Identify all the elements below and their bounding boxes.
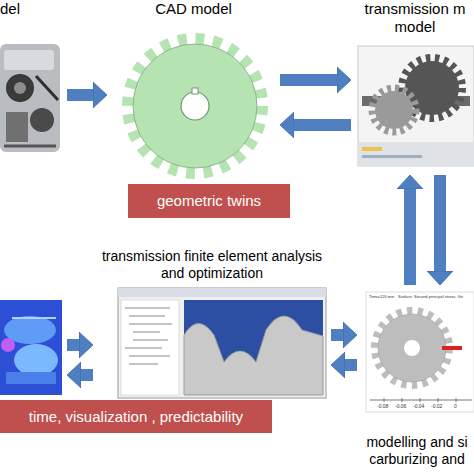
render-background: [0, 300, 62, 395]
tree-line: [129, 323, 172, 325]
tree-line: [129, 355, 170, 357]
panel-heading: modelling and si carburizing and: [362, 434, 472, 468]
cad-gear: [128, 39, 262, 173]
band-label: time, visualization , predictability: [0, 408, 272, 426]
screenshot-frame: [358, 46, 474, 166]
label-band: time, visualization , predictability: [0, 400, 272, 433]
flow-arrow: [331, 329, 343, 341]
engine-cover: [4, 50, 54, 70]
render-part: [6, 372, 56, 384]
panel-heading: CAD model: [112, 0, 275, 18]
image-panel: [0, 300, 62, 395]
axis-tick: [420, 398, 421, 402]
gear-body: [378, 314, 446, 382]
flow-arrow: [345, 359, 357, 371]
panel-heading: del: [0, 0, 62, 18]
tree-line: [129, 363, 158, 365]
engine-body: [0, 44, 60, 152]
engine-pipe: [4, 145, 56, 148]
axis-tick: [402, 398, 403, 402]
plot-label: Surface: Second principal stress, Ge: [398, 295, 463, 299]
tree-line: [133, 331, 160, 333]
gear-bore: [404, 340, 420, 356]
engine-photo: [0, 44, 60, 152]
gear-body: [405, 61, 459, 115]
plot-label: -0.06: [395, 404, 406, 409]
engine-part: [30, 108, 54, 132]
gear-bore: [181, 92, 209, 120]
mesh-view: [184, 300, 323, 395]
tree-line: [125, 307, 170, 309]
simulation-plot: [366, 292, 474, 412]
render-line: [12, 317, 56, 319]
image-panel: CAD model: [112, 0, 275, 180]
label-band: geometric twins: [128, 184, 290, 218]
engine-pipe: [36, 76, 58, 100]
tree-panel: [121, 300, 179, 395]
toolbar: [358, 142, 474, 166]
tooth-profile: [184, 316, 323, 395]
image-panel: transmission finite element analysis and…: [98, 248, 326, 398]
flow-arrow: [404, 189, 416, 285]
axis-ticks: [384, 398, 456, 402]
tree-line: [133, 339, 168, 341]
toolbar-item: [362, 147, 382, 151]
gear-body: [375, 91, 413, 129]
tree-line: [125, 347, 162, 349]
toolbar: [118, 288, 326, 297]
flow-arrow: [434, 175, 446, 271]
tree-lines: [125, 308, 172, 364]
render-image: [0, 300, 62, 395]
gear-keyway: [192, 88, 198, 94]
engine-part: [6, 74, 34, 102]
plot-label: -0.04: [413, 404, 424, 409]
stress-mark: [442, 346, 462, 350]
flow-arrow: [81, 369, 93, 381]
gear-body: [133, 44, 257, 168]
plot-label: Time=120 min: [369, 295, 394, 299]
render-part: [14, 344, 58, 376]
axis-tick: [456, 398, 457, 402]
flow-arrow: [67, 339, 79, 351]
axis-tick: [384, 398, 385, 402]
plot-label: -0.08: [377, 404, 388, 409]
panel-heading: transmission m model: [356, 0, 474, 36]
render-part: [1, 338, 15, 352]
panel-heading: transmission finite element analysis and…: [98, 248, 326, 282]
axis-tick: [438, 398, 439, 402]
image-panel: modelling and si carburizing and: [362, 290, 472, 468]
model-screenshot: [358, 46, 474, 166]
engine-part: [6, 112, 28, 142]
fea-screenshot: [118, 288, 326, 398]
engine-part: [14, 82, 26, 94]
image-panel: del: [0, 0, 62, 160]
flow-arrow: [67, 89, 93, 101]
plot-label: -0.02: [431, 404, 442, 409]
gear-teeth: [128, 39, 262, 173]
plot-label: 0: [454, 404, 457, 409]
gear-teeth: [375, 311, 449, 385]
image-panel: transmission m model: [356, 0, 474, 170]
tree-line: [129, 315, 165, 317]
flow-arrow: [280, 74, 337, 86]
plot-axis: [370, 400, 472, 401]
screenshot-frame: [118, 288, 326, 398]
toolbar-item: [362, 155, 422, 158]
band-label: geometric twins: [128, 192, 290, 210]
plot-frame: [366, 292, 474, 412]
gear-teeth: [372, 88, 416, 132]
flow-arrow: [294, 119, 351, 131]
